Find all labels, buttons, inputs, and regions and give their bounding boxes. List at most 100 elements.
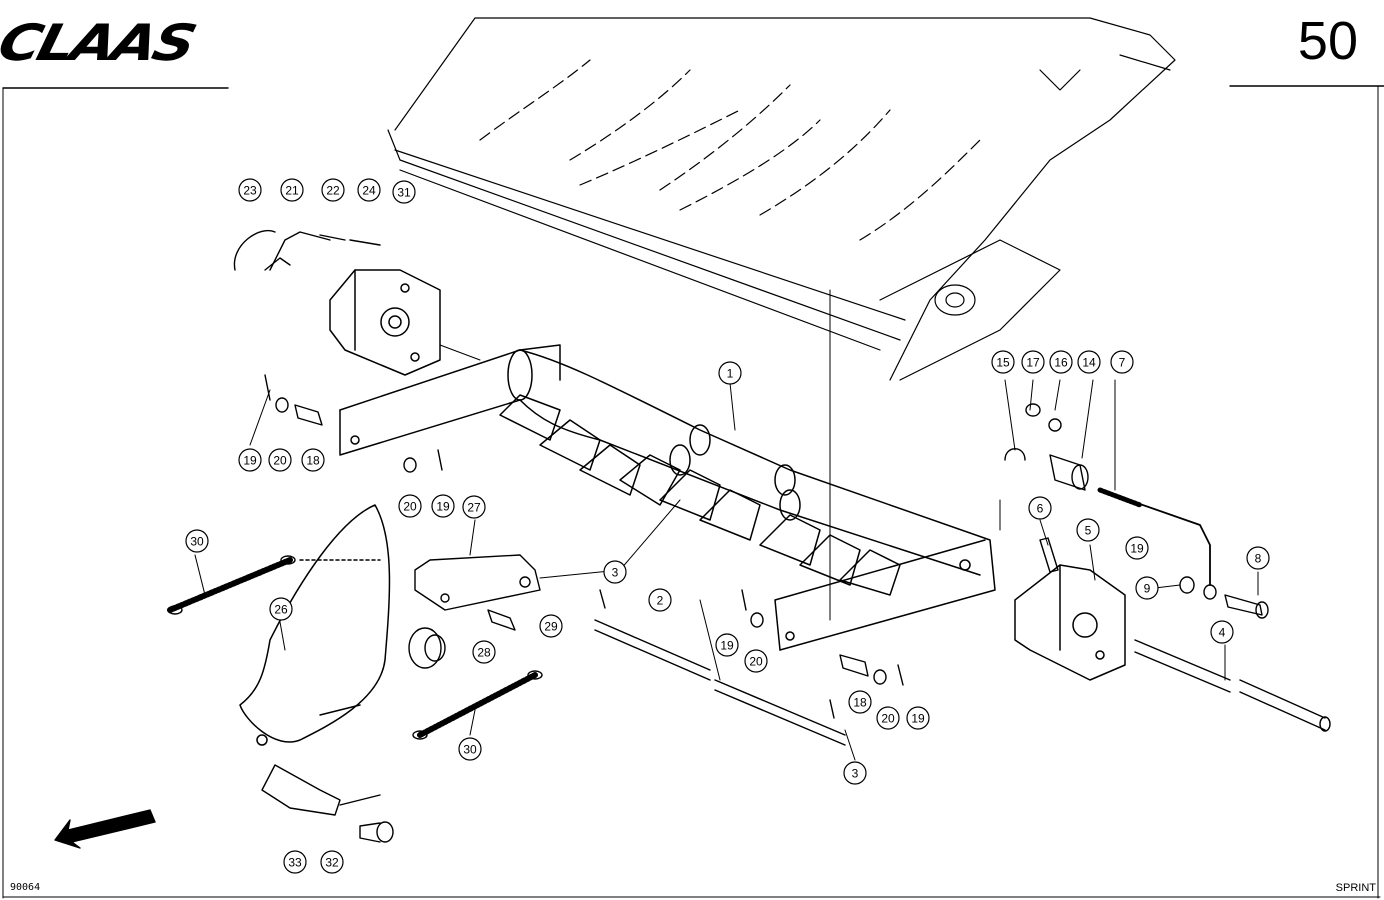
callout-19: 19 — [906, 706, 930, 730]
callout-circle — [1028, 496, 1052, 520]
callout-17: 17 — [1021, 350, 1045, 374]
pin-set-left — [264, 374, 443, 473]
callout-circle — [269, 597, 293, 621]
claas-logo: CLAAS — [0, 14, 200, 72]
callout-circle — [357, 178, 381, 202]
callout-number: 18 — [853, 696, 867, 710]
model-name: SPRINT — [1335, 882, 1376, 894]
callout-number: 33 — [288, 856, 302, 870]
callout-9: 9 — [1135, 576, 1159, 600]
callout-28: 28 — [472, 640, 496, 664]
part-5-bearing-housing — [1014, 564, 1126, 681]
callout-19: 19 — [431, 494, 455, 518]
callout-20: 20 — [398, 494, 422, 518]
callout-26: 26 — [269, 597, 293, 621]
callout-number: 31 — [397, 186, 411, 200]
callout-number: 22 — [326, 184, 340, 198]
callout-circle — [301, 448, 325, 472]
callout-circle — [744, 649, 768, 673]
callout-circle — [876, 706, 900, 730]
callout-number: 30 — [463, 743, 477, 757]
callout-circle — [320, 850, 344, 874]
callout-circle — [648, 588, 672, 612]
callout-circle — [843, 761, 867, 785]
callout-23: 23 — [238, 178, 262, 202]
callout-number: 3 — [612, 566, 619, 580]
callout-circle — [1077, 350, 1101, 374]
callout-22: 22 — [321, 178, 345, 202]
callout-circle — [1125, 536, 1149, 560]
callout-circle — [431, 494, 455, 518]
direction-arrow-icon — [54, 809, 156, 849]
part-27-catch — [414, 554, 541, 611]
part-6-pin — [1039, 537, 1059, 573]
callout-circle — [539, 614, 563, 638]
callout-number: 24 — [362, 184, 376, 198]
part-33-bracket — [261, 764, 381, 816]
callout-5: 5 — [1076, 518, 1100, 542]
callout-number: 18 — [306, 454, 320, 468]
callout-number: 5 — [1085, 524, 1092, 538]
callout-number: 16 — [1054, 356, 1068, 370]
callout-20: 20 — [744, 649, 768, 673]
callout-number: 8 — [1255, 552, 1262, 566]
callout-number: 20 — [273, 454, 287, 468]
callout-number: 17 — [1026, 356, 1040, 370]
callout-circle — [991, 350, 1015, 374]
callout-27: 27 — [462, 495, 486, 519]
callout-circle — [1110, 350, 1134, 374]
callout-19: 19 — [1125, 536, 1149, 560]
callout-number: 21 — [285, 184, 299, 198]
callout-circle — [1210, 620, 1234, 644]
part-3-split-pins — [599, 589, 835, 719]
callout-21: 21 — [280, 178, 304, 202]
callout-number: 2 — [657, 594, 664, 608]
callout-30: 30 — [458, 737, 482, 761]
part-28-roller — [408, 627, 446, 669]
callout-circle — [185, 529, 209, 553]
callout-8: 8 — [1246, 546, 1270, 570]
part-14-16-17-shaft — [1004, 403, 1089, 491]
callout-29: 29 — [539, 614, 563, 638]
callout-circle — [1076, 518, 1100, 542]
callout-number: 9 — [1144, 582, 1151, 596]
callout-6: 6 — [1028, 496, 1052, 520]
callout-circle — [268, 448, 292, 472]
part-1-frame-tube — [339, 344, 996, 651]
callout-32: 32 — [320, 850, 344, 874]
callout-circle — [848, 690, 872, 714]
callout-number: 32 — [325, 856, 339, 870]
callout-number: 23 — [243, 184, 257, 198]
callout-number: 19 — [436, 500, 450, 514]
callout-number: 19 — [243, 454, 257, 468]
callout-2: 2 — [648, 588, 672, 612]
callout-3: 3 — [603, 560, 627, 584]
callout-18: 18 — [848, 690, 872, 714]
callout-circle — [462, 495, 486, 519]
callout-number: 28 — [477, 646, 491, 660]
callout-number: 20 — [749, 655, 763, 669]
callout-number: 26 — [274, 603, 288, 617]
part-32-pin — [359, 821, 394, 843]
callout-number: 30 — [190, 535, 204, 549]
callout-circle — [603, 560, 627, 584]
callout-circle — [280, 178, 304, 202]
callout-circle — [321, 178, 345, 202]
callout-circle — [715, 633, 739, 657]
part-26-ratchet — [239, 504, 391, 746]
callout-circle — [1049, 350, 1073, 374]
callout-15: 15 — [991, 350, 1015, 374]
callout-18: 18 — [301, 448, 325, 472]
callout-7: 7 — [1110, 350, 1134, 374]
callout-circle — [472, 640, 496, 664]
callout-number: 19 — [911, 712, 925, 726]
part-9-washer — [1179, 576, 1217, 600]
callout-24: 24 — [357, 178, 381, 202]
part-29-sleeve — [487, 609, 516, 631]
part-21-lever — [233, 229, 381, 271]
part-31-bearing-housing — [329, 269, 441, 376]
callout-16: 16 — [1049, 350, 1073, 374]
callout-30: 30 — [185, 529, 209, 553]
callout-number: 7 — [1119, 356, 1126, 370]
